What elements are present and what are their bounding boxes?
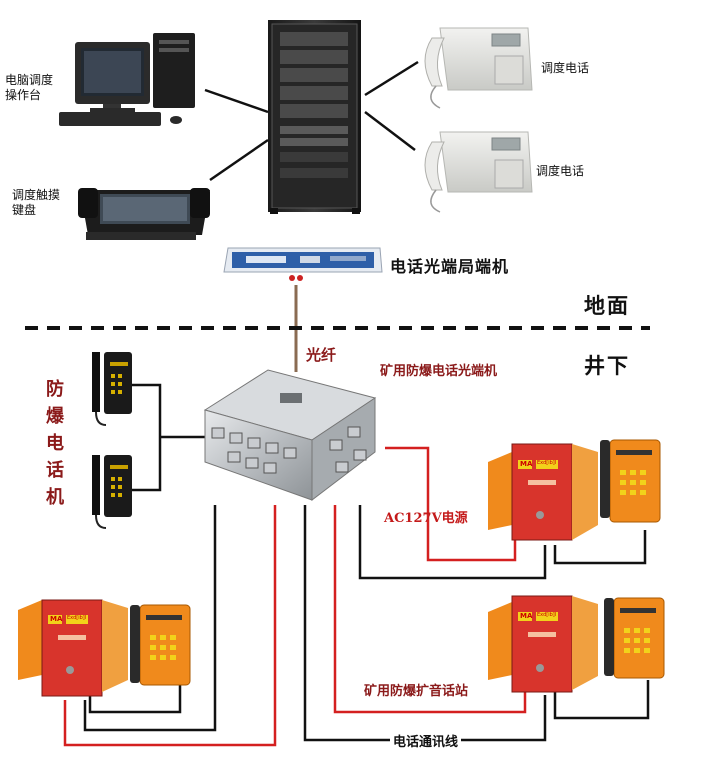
power-line-left-bottom (63, 505, 277, 747)
power-line-right-bottom (333, 505, 527, 714)
explosion-proof-phone-char-5: 机 (46, 487, 64, 508)
explosion-proof-phone-1 (92, 352, 132, 426)
broadcast-station-right-bottom (488, 595, 665, 693)
link-station-phone-right-bottom (553, 680, 650, 720)
link-pc-rack (204, 88, 269, 114)
surface-label: 地面 (584, 294, 630, 318)
power-line-right-top (385, 446, 517, 562)
touch-keyboard-label: 调度触摸 键盘 (12, 188, 60, 218)
link-rack-phone1 (364, 60, 419, 97)
exd-mark-right-bottom: Exd[ib]I (537, 612, 557, 618)
pc-console-label-line1: 电脑调度 (5, 73, 54, 87)
power-label: AC127V电源 (384, 511, 468, 526)
explosion-proof-phone-char-4: 话 (46, 460, 64, 481)
broadcast-station-left-bottom (18, 599, 191, 697)
optical-terminal-unit (223, 247, 383, 281)
link-keyboard-rack (209, 138, 269, 182)
pc-console-label-line2: 操作台 (5, 88, 42, 102)
pc-console-label: 电脑调度 操作台 (5, 73, 53, 103)
dispatch-phone-2-label: 调度电话 (536, 164, 585, 178)
signal-line-left-bottom (83, 505, 217, 732)
dispatch-phone-1-label: 调度电话 (541, 61, 590, 75)
explosion-proof-phone-char-3: 电 (46, 433, 64, 454)
mine-optical-terminal-label: 矿用防爆电话光端机 (380, 364, 498, 379)
explosion-proof-phone-2 (92, 455, 132, 529)
touch-keyboard-label-line1: 调度触摸 (12, 188, 61, 202)
link-rack-phone2 (364, 111, 416, 151)
server-rack (268, 20, 361, 214)
explosion-proof-phone-char-2: 爆 (46, 406, 64, 427)
link-station-phone-right-top (553, 530, 647, 565)
exd-mark-left-bottom: Exd[ib]I (67, 615, 87, 621)
touch-keyboard-label-line2: 键盘 (12, 203, 37, 217)
ma-mark-right-top: MA (520, 460, 533, 468)
comm-line-label: 电话通讯线 (390, 731, 462, 750)
dispatch-phone-1 (424, 27, 533, 109)
dispatch-phone-2 (424, 131, 533, 213)
link-station-phone-left (88, 680, 182, 714)
ma-mark-right-bottom: MA (520, 612, 533, 620)
pc-console (59, 33, 195, 126)
surface-connections (204, 60, 419, 182)
explosion-proof-phone-char-1: 防 (46, 379, 64, 400)
mine-optical-terminal-box (203, 369, 377, 502)
optical-terminal-label: 电话光端局端机 (390, 257, 510, 276)
broadcast-station-label: 矿用防爆扩音话站 (364, 684, 469, 699)
broadcast-station-right-top (488, 439, 661, 541)
underground-label: 井下 (584, 354, 630, 378)
ma-mark-left-bottom: MA (50, 615, 63, 623)
fiber-label: 光纤 (306, 346, 337, 364)
signal-line-right-top (358, 505, 547, 580)
explosion-proof-phone-label: 防 爆 电 话 机 (44, 376, 66, 511)
touch-keyboard (78, 188, 210, 240)
exd-mark-right-top: Exd[ib]I (537, 460, 557, 466)
